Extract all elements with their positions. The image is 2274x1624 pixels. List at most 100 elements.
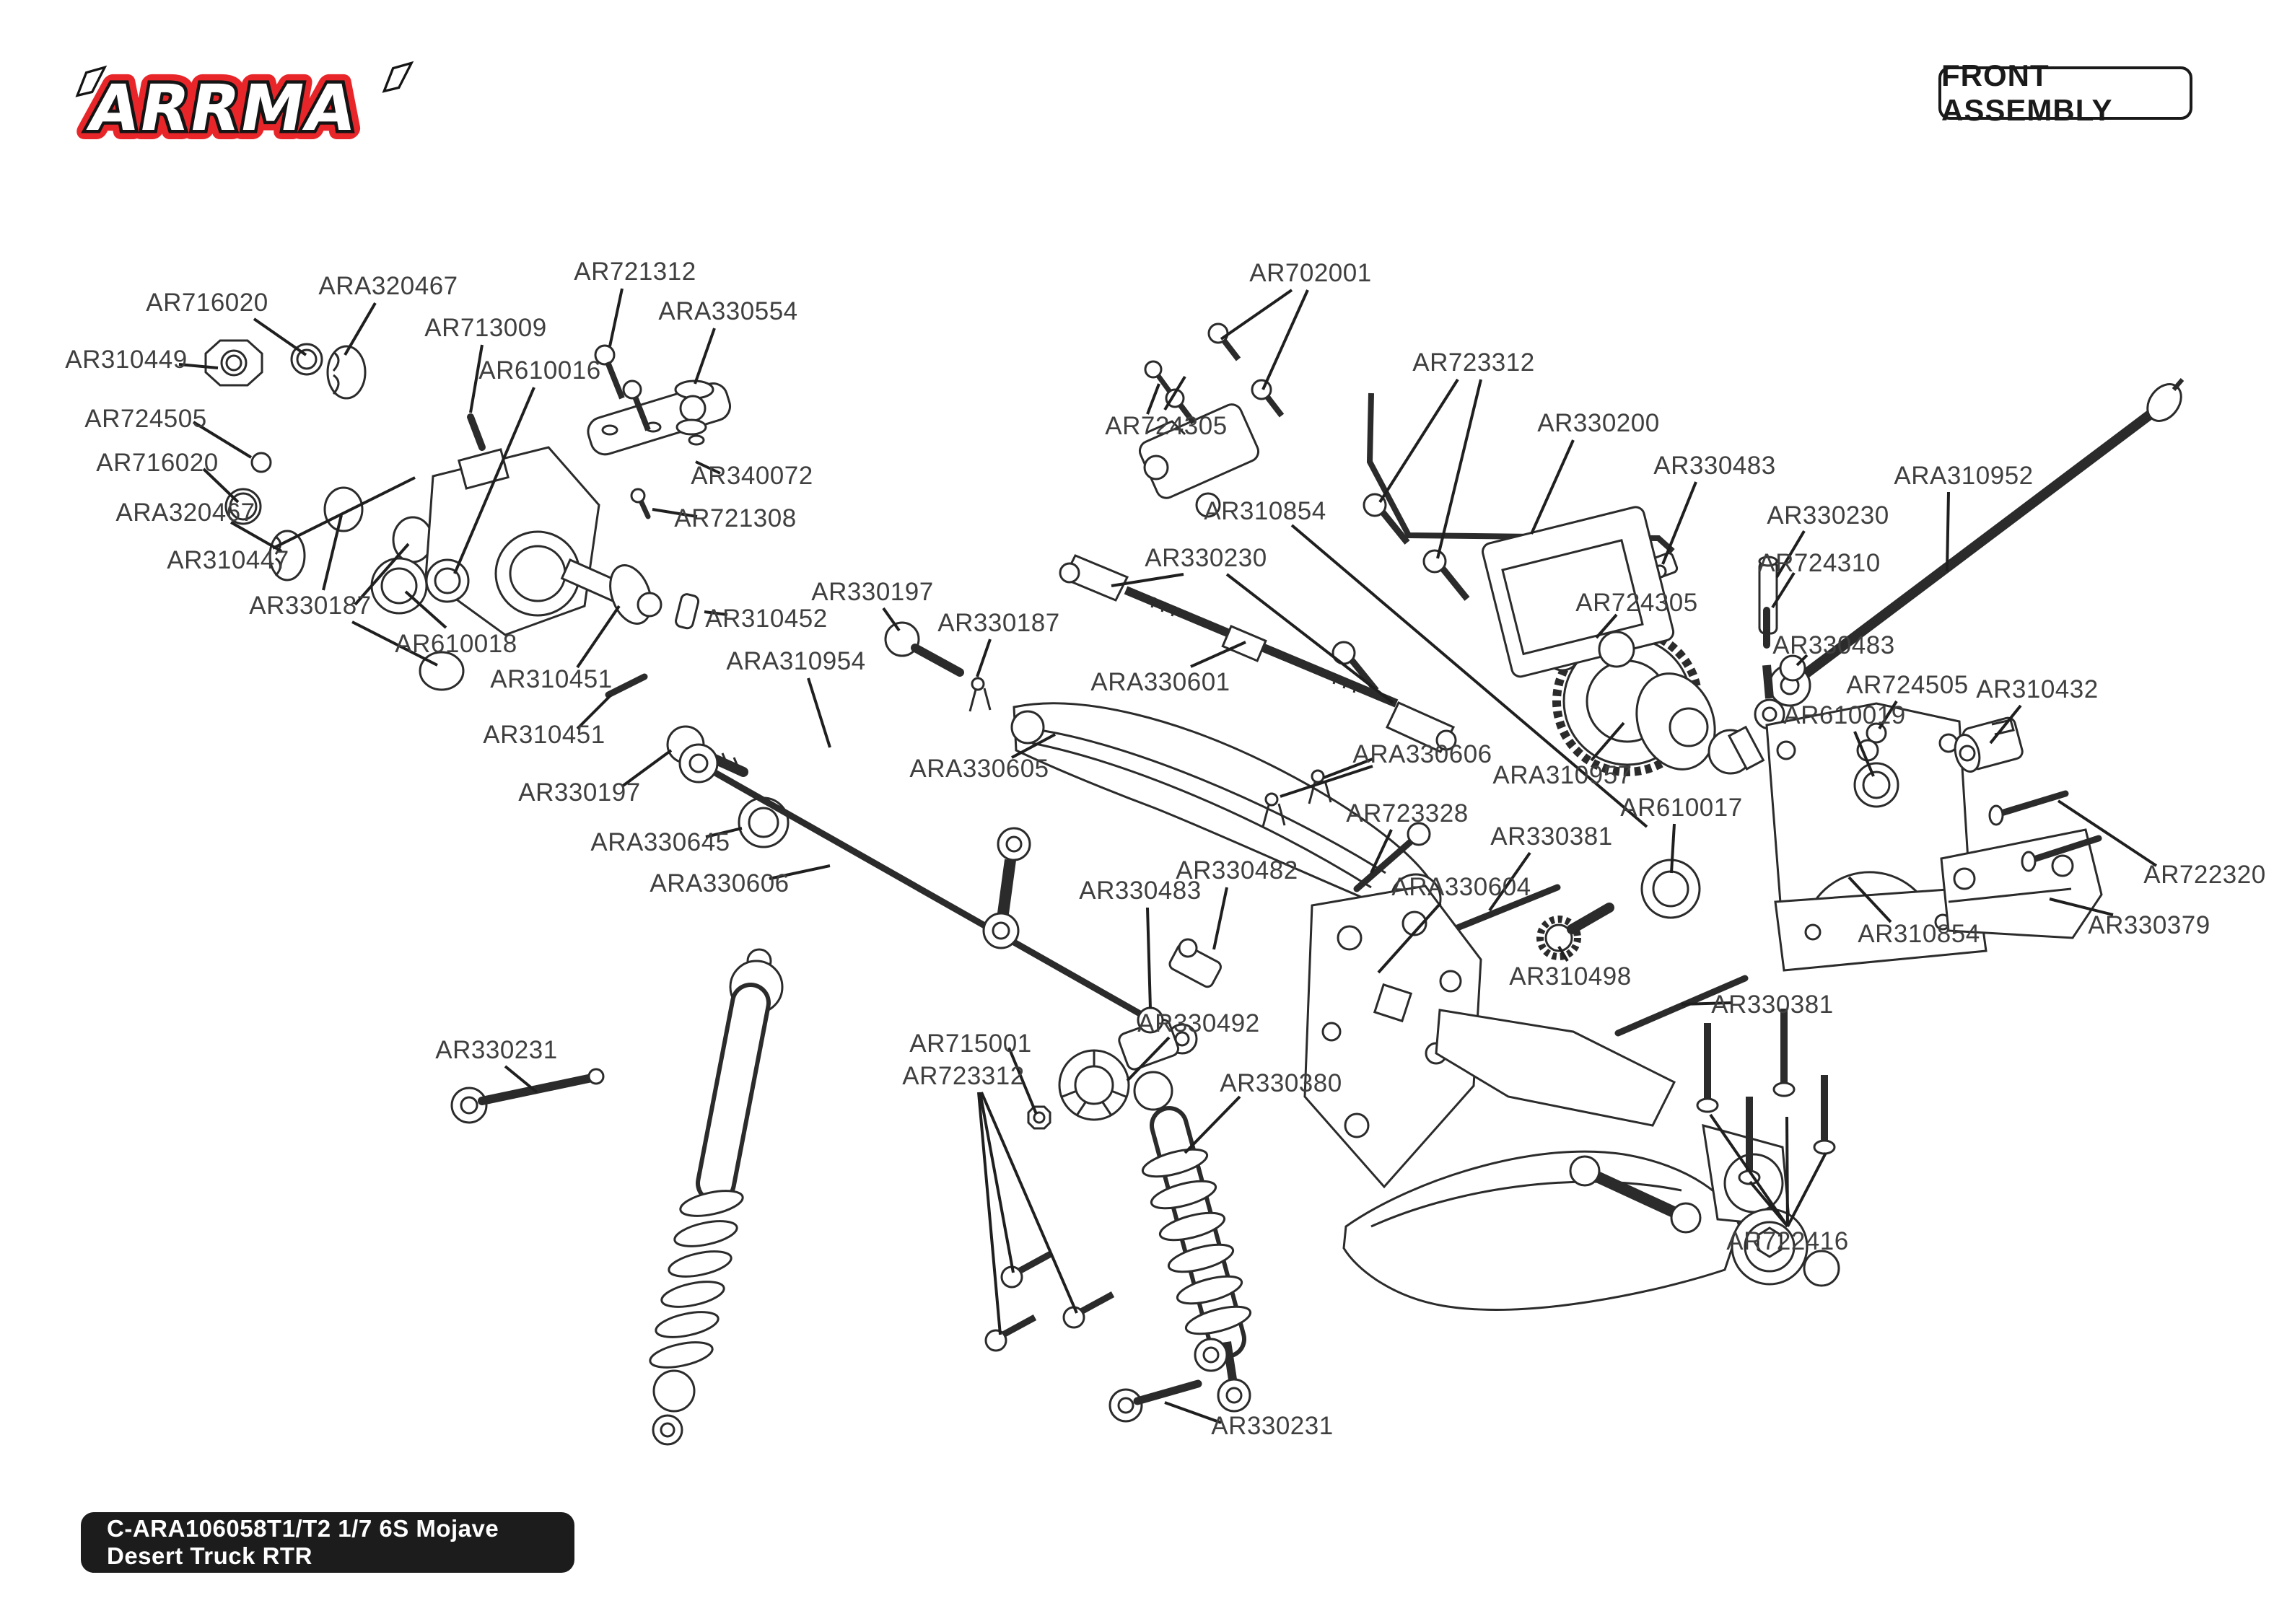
part-label: AR330483 <box>1653 452 1776 480</box>
leader-line <box>1771 571 1796 609</box>
screws723312-sketch <box>1331 493 1470 693</box>
leader-line <box>1261 289 1309 390</box>
leader-line <box>1488 851 1531 912</box>
part-label: ARA320467 <box>318 272 458 300</box>
leader-line <box>253 317 307 356</box>
leader-line <box>1681 1001 1731 1006</box>
leader-line <box>1595 613 1618 639</box>
part-label: AR724505 <box>84 405 207 433</box>
part-label: AR310447 <box>167 546 289 574</box>
leader-line <box>1190 641 1246 668</box>
part-label: ARA330606 <box>650 869 790 897</box>
part-label: AR310452 <box>705 605 828 633</box>
leader-line <box>1164 1401 1222 1424</box>
part-label: ARA330645 <box>590 828 730 856</box>
part-label: AR610017 <box>1620 794 1743 822</box>
leader-line <box>652 508 698 518</box>
leader-line <box>1370 829 1393 874</box>
caster-block-sketch <box>424 446 600 636</box>
leader-line <box>230 521 282 553</box>
leader-line <box>1280 765 1373 798</box>
leader-line <box>621 749 673 788</box>
model-code-plate: C-ARA106058T1/T2 1/7 6S Mojave Desert Tr… <box>81 1512 574 1573</box>
leader-line <box>705 827 743 838</box>
leader-line <box>1111 573 1184 587</box>
leader-line <box>769 864 831 880</box>
leader-line <box>882 607 901 632</box>
part-label: ARA320467 <box>115 499 255 527</box>
part-label: AR724305 <box>1105 412 1228 440</box>
part-label: AR310451 <box>490 665 613 693</box>
part-label: AR330187 <box>249 592 372 620</box>
spring-collar-sketch <box>326 345 367 400</box>
screws723312b-sketch <box>984 1251 1115 1352</box>
leader-line <box>1011 733 1056 759</box>
leader-line <box>1163 375 1186 411</box>
part-label: AR702001 <box>1249 259 1372 287</box>
bearing617-sketch <box>1640 859 1701 919</box>
arrma-logo-text: ARRMA <box>83 71 362 145</box>
hinge-pin2-sketch <box>1614 975 1749 1037</box>
leader-line <box>272 476 416 550</box>
rod-end-sketch <box>1754 664 1785 730</box>
gearbox-case-sketch <box>1765 702 1987 972</box>
part-label: ARA330604 <box>1391 873 1531 901</box>
model-code-text: C-ARA106058T1/T2 1/7 6S Mojave Desert Tr… <box>107 1515 499 1569</box>
part-label: AR716020 <box>146 289 268 317</box>
leader-line <box>404 590 447 629</box>
part-label: AR330230 <box>1145 544 1267 572</box>
part-label: AR330230 <box>1767 501 1889 530</box>
part-label: AR330379 <box>2088 911 2210 939</box>
part-label: ARA330606 <box>1352 740 1492 768</box>
nut715001-sketch <box>1027 1105 1051 1130</box>
screw231-bottom-sketch <box>1108 1338 1228 1423</box>
link-sketch <box>982 827 1031 949</box>
part-label: AR610016 <box>478 356 601 385</box>
leader-line <box>178 363 219 369</box>
screw231-left-sketch <box>450 1068 605 1124</box>
spool-sketch <box>674 379 714 436</box>
leader-line <box>1146 383 1160 415</box>
leader-line <box>1749 1180 1789 1228</box>
part-sketches <box>204 322 2185 1446</box>
leader-line <box>504 1065 538 1094</box>
part-label: ARA310952 <box>1894 462 2034 490</box>
leader-line <box>1946 491 1950 572</box>
part-label: AR310854 <box>1204 497 1326 525</box>
leader-line <box>1146 907 1152 1009</box>
part-label: AR330197 <box>811 578 934 606</box>
leader-line <box>1225 573 1394 704</box>
part-label: AR610018 <box>395 630 517 658</box>
leader-line <box>1220 289 1293 341</box>
leader-line <box>1378 378 1459 504</box>
part-label: AR330187 <box>937 609 1060 637</box>
arrma-logo: ARRMA ARRMA <box>74 61 414 147</box>
suspension-assembly-sketch <box>1342 1009 1840 1311</box>
ball-and-post-sketch <box>1137 938 1222 1034</box>
part-label: AR310449 <box>65 346 188 374</box>
leader-line <box>1290 524 1648 828</box>
part-label: AR723312 <box>1412 348 1535 377</box>
part-label: AR310451 <box>483 721 605 749</box>
part-label: AR721312 <box>574 258 696 286</box>
pins722416-sketch <box>1696 1009 1836 1185</box>
disc-sketch <box>323 486 364 532</box>
caster-mount-sketch <box>1940 828 2103 939</box>
leader-line <box>1007 1047 1038 1115</box>
part-label: AR330492 <box>1137 1009 1260 1037</box>
part-label: AR724310 <box>1758 549 1881 577</box>
part-label: AR330483 <box>1079 877 1202 905</box>
part-label: ARA310954 <box>726 647 866 675</box>
leader-line <box>694 328 716 385</box>
pinion-sketch <box>1536 903 1614 960</box>
part-label: AR723328 <box>1346 799 1469 828</box>
leader-line <box>351 620 438 667</box>
pivot-ball-sketch <box>250 452 272 473</box>
leader-line <box>202 468 240 504</box>
leader-line <box>1661 481 1697 565</box>
leader-lines <box>178 288 2158 1424</box>
leader-line <box>2049 897 2114 916</box>
leader-line <box>704 610 728 616</box>
